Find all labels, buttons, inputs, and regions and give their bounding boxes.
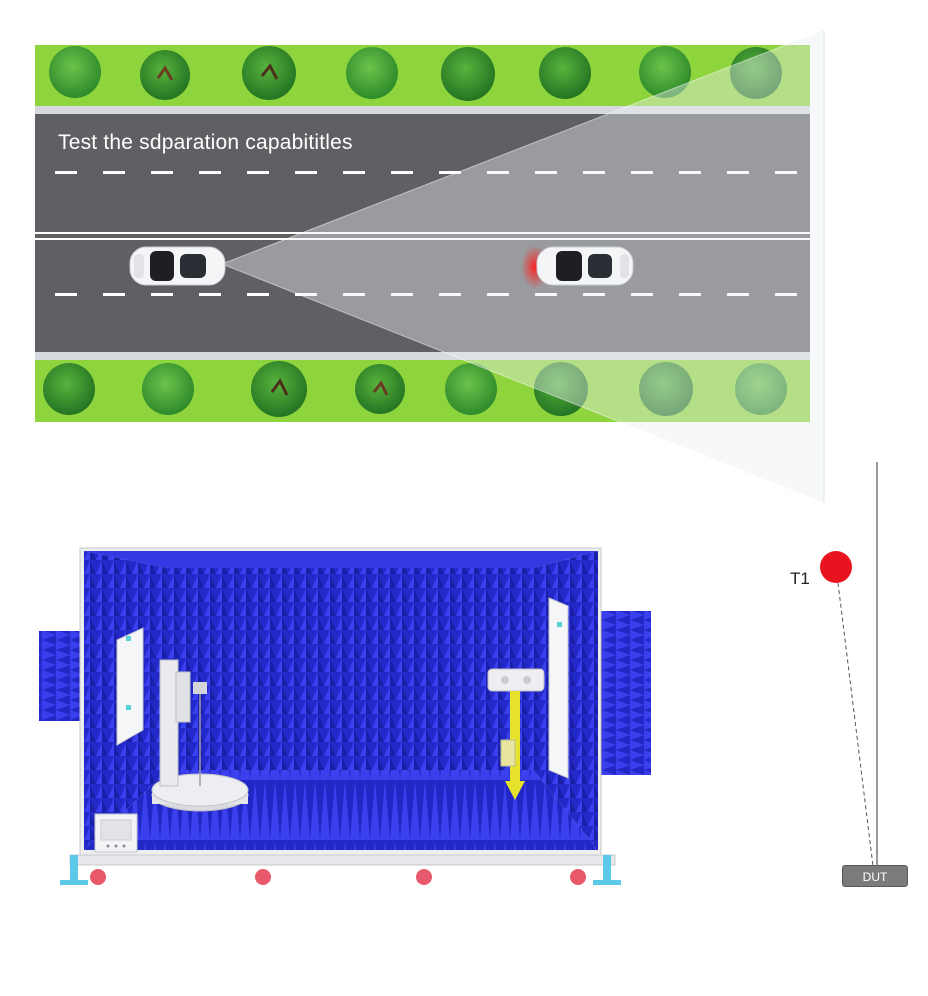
dashed-lane-top bbox=[55, 171, 797, 174]
ego-car-icon bbox=[129, 246, 226, 286]
road-scene bbox=[35, 29, 825, 504]
tree-icon bbox=[43, 363, 95, 415]
left-absorber-block bbox=[39, 631, 83, 721]
ceiling bbox=[84, 551, 598, 568]
tree-icon bbox=[735, 363, 787, 415]
trees-top bbox=[49, 46, 782, 101]
right-absorber-block bbox=[597, 611, 651, 775]
caster-wheels bbox=[90, 869, 586, 885]
anechoic-chamber bbox=[39, 547, 651, 885]
tree-icon bbox=[639, 362, 693, 416]
tree-icon bbox=[140, 50, 190, 100]
antenna-mast bbox=[487, 668, 545, 800]
tree-icon bbox=[242, 46, 296, 100]
tree-icon bbox=[441, 47, 495, 101]
left-window bbox=[116, 627, 144, 746]
tree-icon bbox=[639, 46, 691, 98]
trees-bottom bbox=[43, 361, 787, 417]
target-car-icon bbox=[536, 246, 634, 286]
dut-box: DUT bbox=[842, 865, 908, 887]
control-box bbox=[94, 813, 138, 853]
tree-icon bbox=[251, 361, 307, 417]
tree-icon bbox=[355, 364, 405, 414]
tree-icon bbox=[534, 362, 588, 416]
tree-icon bbox=[346, 47, 398, 99]
road-title: Test the sdparation capabititles bbox=[58, 131, 353, 154]
tree-icon bbox=[730, 47, 782, 99]
target-path bbox=[837, 582, 874, 867]
curb-bottom bbox=[35, 352, 810, 361]
curb-top bbox=[35, 106, 810, 115]
center-line-2 bbox=[35, 238, 810, 240]
tree-icon bbox=[142, 363, 194, 415]
back-wall bbox=[168, 565, 533, 770]
leveling-feet bbox=[60, 855, 621, 885]
target-t1-marker bbox=[820, 551, 852, 583]
tree-icon bbox=[445, 363, 497, 415]
tree-icon bbox=[49, 46, 101, 98]
center-line bbox=[35, 232, 810, 234]
base-rail bbox=[69, 854, 616, 866]
radar-geometry bbox=[820, 462, 878, 867]
turntable-positioner bbox=[151, 659, 249, 812]
tree-icon bbox=[539, 47, 591, 99]
right-window bbox=[548, 597, 569, 779]
dashed-lane-bottom bbox=[55, 293, 797, 296]
target-label: T1 bbox=[790, 569, 810, 588]
